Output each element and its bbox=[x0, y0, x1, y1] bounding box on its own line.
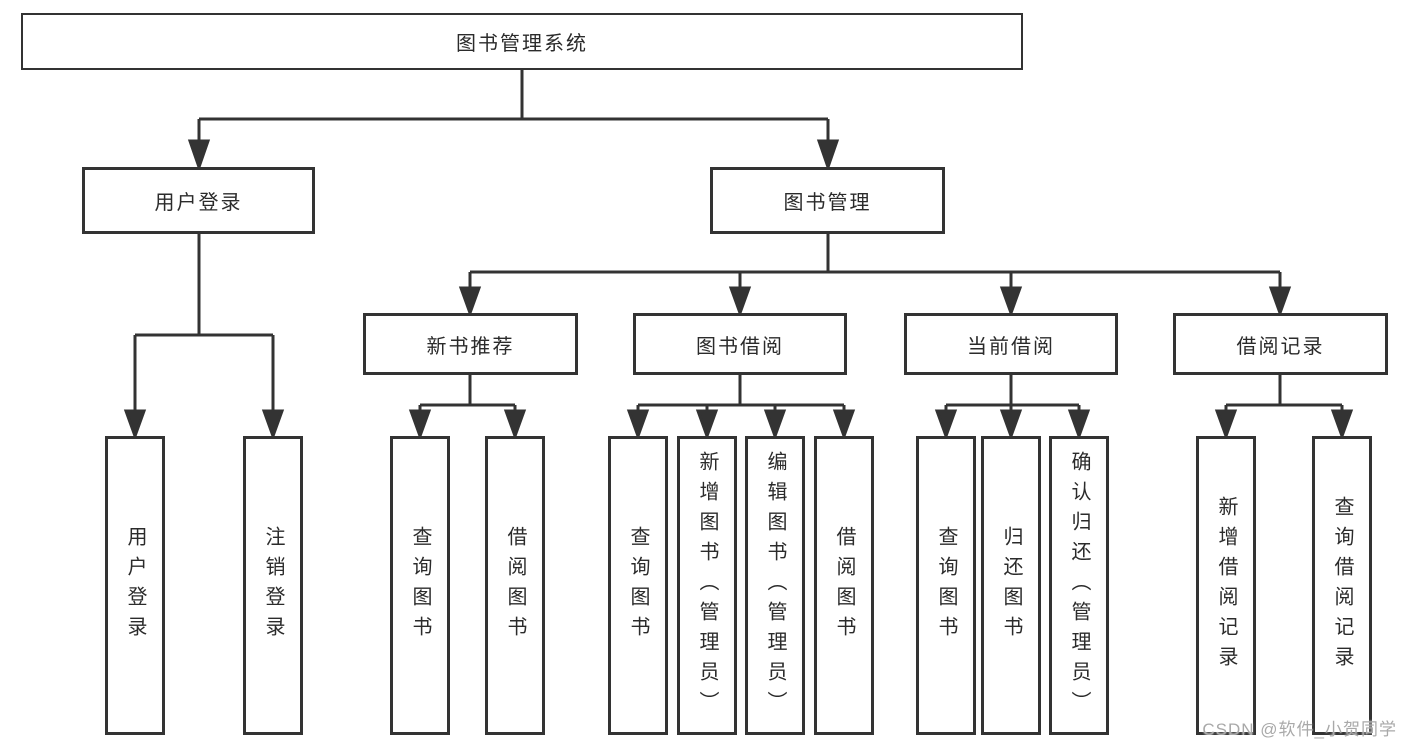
leaf-label: 借阅图书 bbox=[833, 525, 855, 646]
node-label: 当前借阅 bbox=[967, 335, 1055, 358]
node-label: 图书管理 bbox=[783, 192, 872, 214]
leaf-label: 查询图书 bbox=[935, 525, 957, 646]
connector-root-to-level2 bbox=[187, 68, 840, 172]
connector-book-borrowing-branch bbox=[626, 375, 856, 441]
leaf-query-borrow-record: 查询借阅记录 bbox=[1312, 436, 1372, 735]
leaf-label: 查询借阅记录 bbox=[1331, 495, 1353, 676]
leaf-label: 新增图书（管理员） bbox=[696, 450, 718, 721]
connector-current-borrowing-branch bbox=[934, 375, 1091, 441]
leaf-query-books-recommend: 查询图书 bbox=[390, 436, 450, 735]
leaf-query-books-borrowing: 查询图书 bbox=[608, 436, 668, 735]
leaf-add-borrow-record: 新增借阅记录 bbox=[1196, 436, 1256, 735]
node-label: 用户登录 bbox=[154, 192, 243, 214]
leaf-label: 注销登录 bbox=[262, 525, 284, 646]
node-book-borrowing: 图书借阅 bbox=[633, 313, 847, 375]
leaf-label: 编辑图书（管理员） bbox=[764, 450, 786, 721]
node-current-borrowing: 当前借阅 bbox=[904, 313, 1118, 375]
connector-new-book-branch bbox=[408, 375, 527, 441]
leaf-borrow-books-recommend: 借阅图书 bbox=[485, 436, 545, 735]
leaf-query-books-current: 查询图书 bbox=[916, 436, 976, 735]
node-book-management: 图书管理 bbox=[710, 167, 945, 234]
leaf-label: 用户登录 bbox=[124, 525, 146, 646]
node-label: 借阅记录 bbox=[1236, 335, 1325, 358]
node-user-login: 用户登录 bbox=[82, 167, 315, 234]
leaf-label: 归还图书 bbox=[1000, 525, 1022, 646]
node-borrowing-records: 借阅记录 bbox=[1173, 313, 1388, 375]
node-label: 图书借阅 bbox=[696, 335, 784, 358]
node-library-management-system: 图书管理系统 bbox=[21, 13, 1023, 70]
leaf-label: 借阅图书 bbox=[504, 525, 526, 646]
node-label: 图书管理系统 bbox=[456, 33, 588, 55]
leaf-label: 查询图书 bbox=[627, 525, 649, 646]
leaf-confirm-return-admin: 确认归还（管理员） bbox=[1049, 436, 1109, 735]
leaf-label: 新增借阅记录 bbox=[1215, 495, 1237, 676]
leaf-label: 确认归还（管理员） bbox=[1068, 450, 1090, 721]
leaf-return-books: 归还图书 bbox=[981, 436, 1041, 735]
leaf-logout: 注销登录 bbox=[243, 436, 303, 735]
leaf-label: 查询图书 bbox=[409, 525, 431, 646]
node-new-book-recommend: 新书推荐 bbox=[363, 313, 578, 375]
leaf-user-login: 用户登录 bbox=[105, 436, 165, 735]
csdn-watermark: CSDN @软件_小贺同学 bbox=[1202, 720, 1397, 739]
leaf-add-book-admin: 新增图书（管理员） bbox=[677, 436, 737, 735]
connector-borrowing-records-branch bbox=[1214, 375, 1354, 441]
leaf-borrow-books-borrowing: 借阅图书 bbox=[814, 436, 874, 735]
connector-user-login-branch bbox=[123, 232, 285, 441]
leaf-edit-book-admin: 编辑图书（管理员） bbox=[745, 436, 805, 735]
connector-book-management-branch bbox=[458, 232, 1292, 318]
node-label: 新书推荐 bbox=[426, 335, 515, 358]
